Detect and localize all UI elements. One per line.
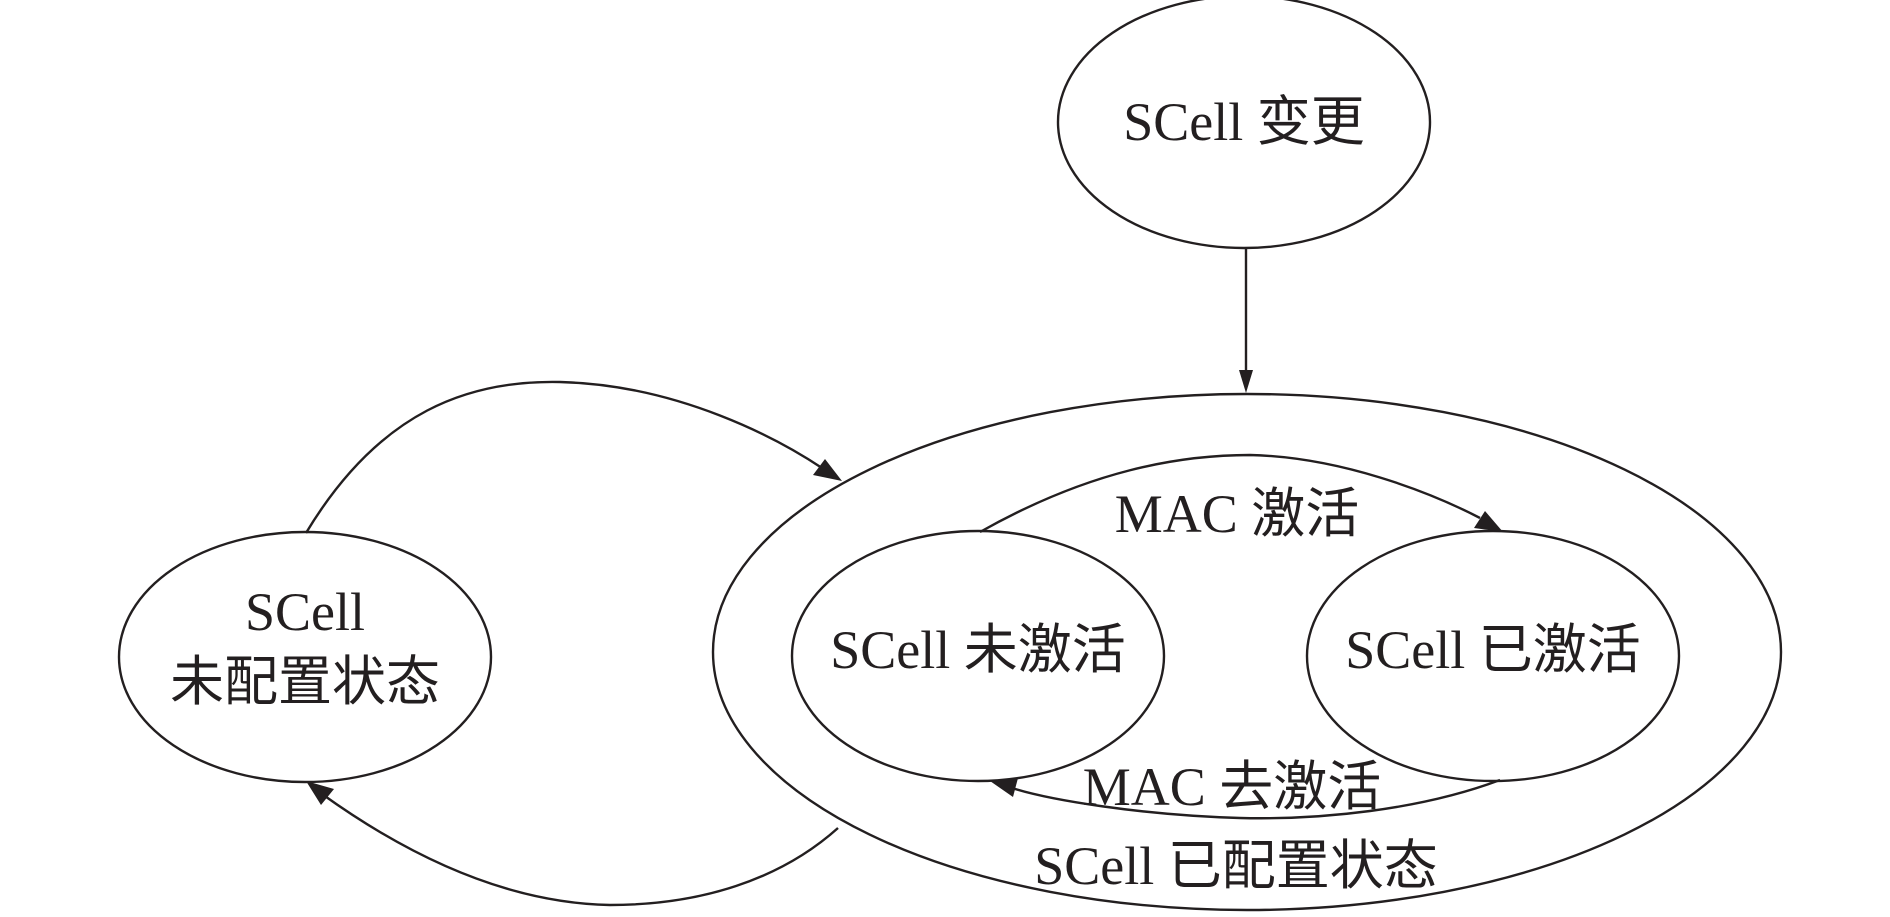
configured-label: SCell 已配置状态 (1034, 836, 1438, 896)
edge-unconfigured-to-configured-arrowhead (813, 459, 842, 481)
edge-unconfigured-to-configured-curve (304, 380, 823, 534)
activated-label: SCell 已激活 (1345, 620, 1641, 680)
scell-change-ellipse (1056, 0, 1432, 250)
edge-mac-deactivate-curve (1011, 778, 1501, 820)
edge-mac-deactivate-arrowhead (990, 778, 1018, 797)
deactivated-label: SCell 未激活 (830, 620, 1126, 680)
edge-mac-activate: MAC 激活 (979, 453, 1503, 544)
unconfigured-node: SCell 未配置状态 (117, 530, 493, 784)
unconfigured-label-line1: SCell (245, 582, 365, 642)
edge-mac-activate-curve (979, 453, 1481, 534)
mac-deactivate-label: MAC 去激活 (1083, 757, 1382, 817)
mac-activate-label: MAC 激活 (1115, 484, 1360, 544)
edge-unconfigured-to-configured (304, 380, 842, 534)
activated-node: SCell 已激活 (1305, 529, 1681, 783)
unconfigured-label-line2: 未配置状态 (170, 652, 440, 712)
deactivated-ellipse (790, 529, 1166, 783)
edge-configured-to-unconfigured-curve (321, 793, 839, 907)
activated-ellipse (1305, 529, 1681, 783)
edge-configured-to-unconfigured (306, 781, 839, 907)
edge-change-to-configured-arrowhead (1239, 370, 1253, 393)
configured-ellipse (711, 392, 1783, 912)
edge-mac-deactivate: MAC 去激活 (990, 757, 1501, 820)
edge-configured-to-unconfigured-arrowhead (306, 781, 334, 805)
scell-change-node: SCell 变更 (1056, 0, 1432, 250)
unconfigured-ellipse (117, 530, 493, 784)
edge-mac-activate-arrowhead (1474, 511, 1503, 532)
edge-change-to-configured (1239, 249, 1253, 393)
deactivated-node: SCell 未激活 (790, 529, 1166, 783)
configured-node: SCell 已配置状态 (711, 392, 1783, 912)
scell-change-label: SCell 变更 (1123, 92, 1365, 152)
